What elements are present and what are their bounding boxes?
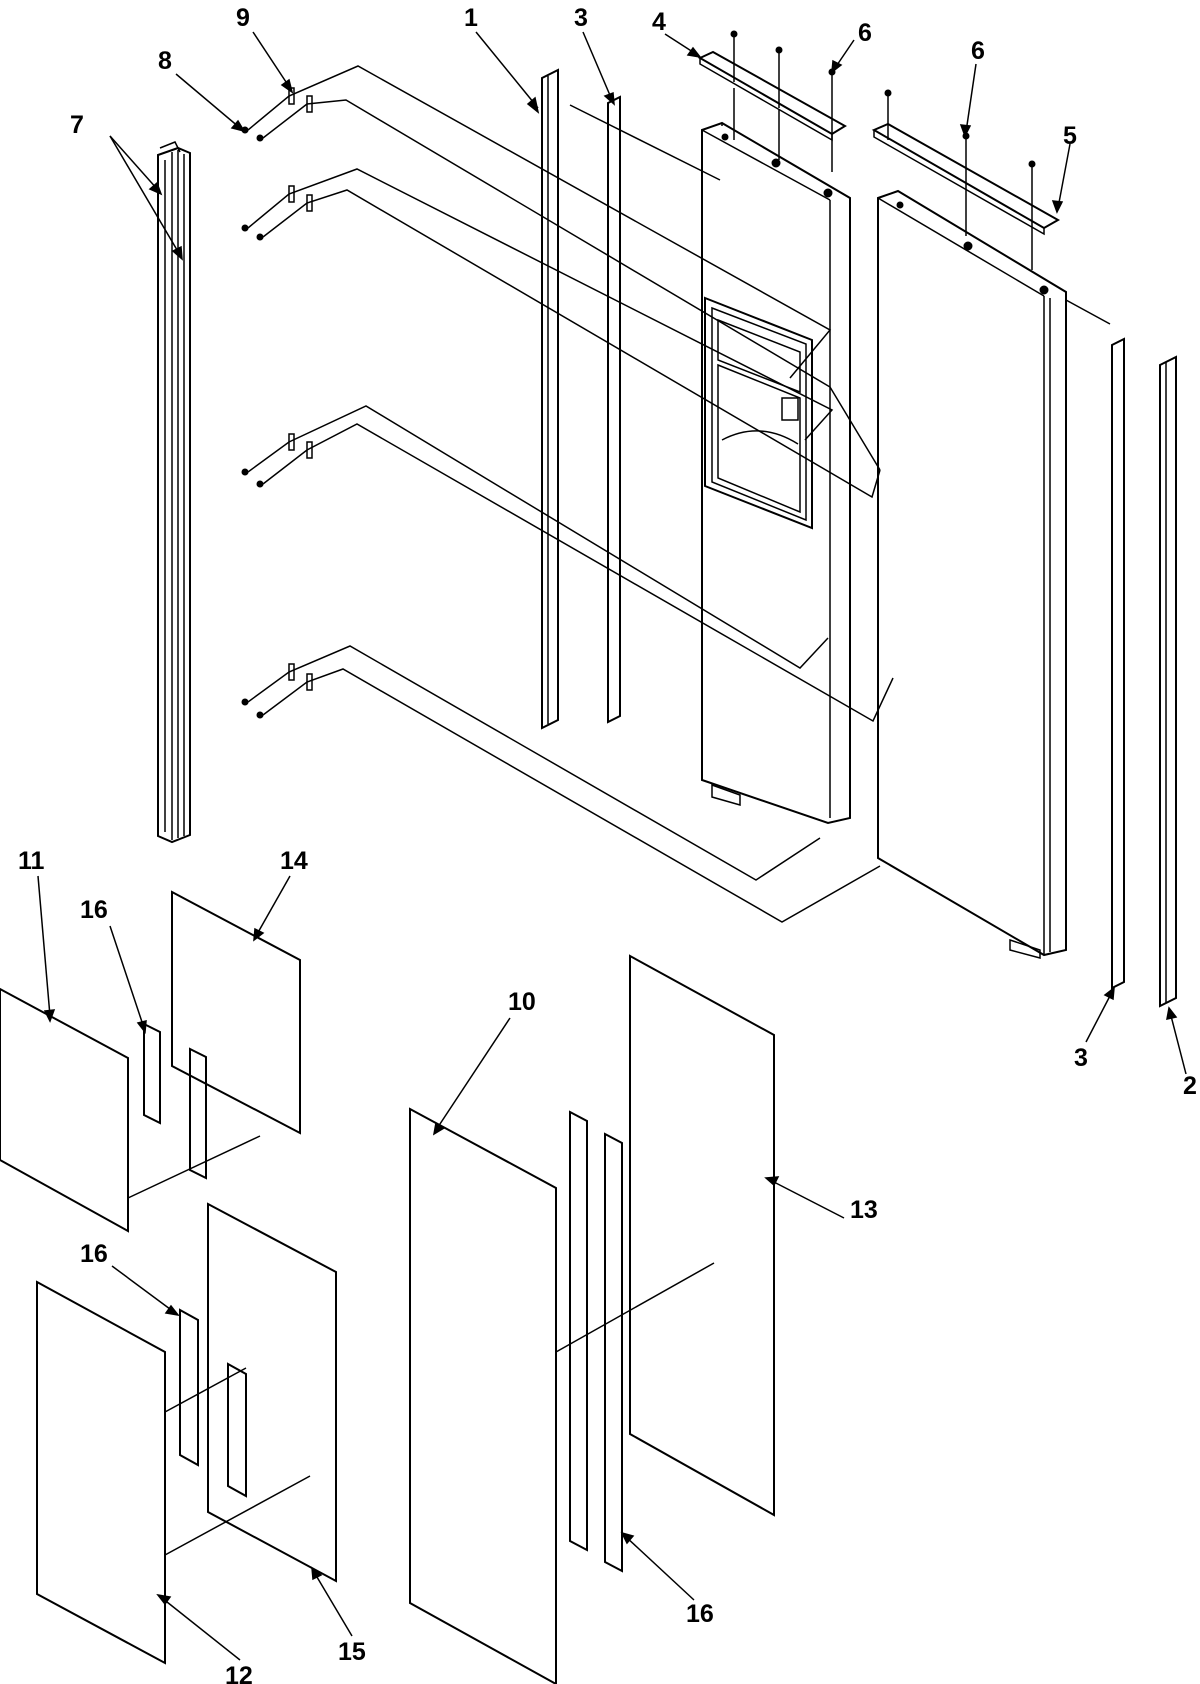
panel-group-12-15 xyxy=(36,1202,337,1665)
refrigerator-door xyxy=(877,189,1111,959)
callout-7: 7 xyxy=(70,111,84,139)
part-7-hinge-trim xyxy=(157,141,191,844)
callout-13: 13 xyxy=(850,1196,878,1224)
callout-6a: 6 xyxy=(858,19,872,47)
callout-12: 12 xyxy=(225,1662,253,1684)
part-5-top-cap xyxy=(871,89,1061,270)
panel-11 xyxy=(0,987,129,1233)
part-3-upper-strip xyxy=(569,95,721,724)
panel-10 xyxy=(409,1107,557,1684)
callout-5: 5 xyxy=(1063,122,1077,150)
panel-13 xyxy=(629,954,775,1517)
strip-16-c xyxy=(179,1308,199,1467)
callout-15: 15 xyxy=(338,1638,366,1666)
callout-8: 8 xyxy=(158,47,172,75)
strip-16-b xyxy=(189,1047,207,1180)
strip-16-d xyxy=(227,1362,247,1498)
part-1-gasket xyxy=(541,68,559,730)
callout-16b: 16 xyxy=(80,1240,108,1268)
callout-11: 11 xyxy=(18,847,45,875)
part-3-right-strip xyxy=(1111,337,1125,990)
callout-9: 9 xyxy=(236,4,250,32)
panel-15 xyxy=(207,1202,337,1583)
panel-12 xyxy=(36,1280,166,1665)
part-8-9-hinge-hardware xyxy=(241,65,894,923)
strip-16-e xyxy=(569,1110,588,1552)
freezer-door xyxy=(701,121,851,825)
panel-group-11-14 xyxy=(0,890,301,1233)
strip-16-a xyxy=(143,1022,161,1125)
callout-2: 2 xyxy=(1183,1072,1197,1100)
callout-6b: 6 xyxy=(971,37,985,65)
callout-14: 14 xyxy=(280,847,308,875)
callout-4: 4 xyxy=(652,8,666,36)
callout-16a: 16 xyxy=(80,896,108,924)
strip-16-f xyxy=(604,1132,623,1573)
part-2-gasket-right xyxy=(1159,355,1177,1008)
leader-lines xyxy=(37,31,1187,1661)
callout-16c: 16 xyxy=(686,1600,714,1628)
part-4-top-cap xyxy=(697,30,847,172)
callout-3-upper: 3 xyxy=(574,4,588,32)
callout-1: 1 xyxy=(464,4,478,32)
panel-14 xyxy=(171,890,301,1135)
callout-10: 10 xyxy=(508,988,536,1016)
callout-labels: 1 2 3 3 4 5 6 6 7 8 9 10 11 12 13 14 15 … xyxy=(18,4,1197,1684)
panel-group-10-13 xyxy=(409,954,775,1684)
callout-3-right: 3 xyxy=(1074,1044,1088,1072)
